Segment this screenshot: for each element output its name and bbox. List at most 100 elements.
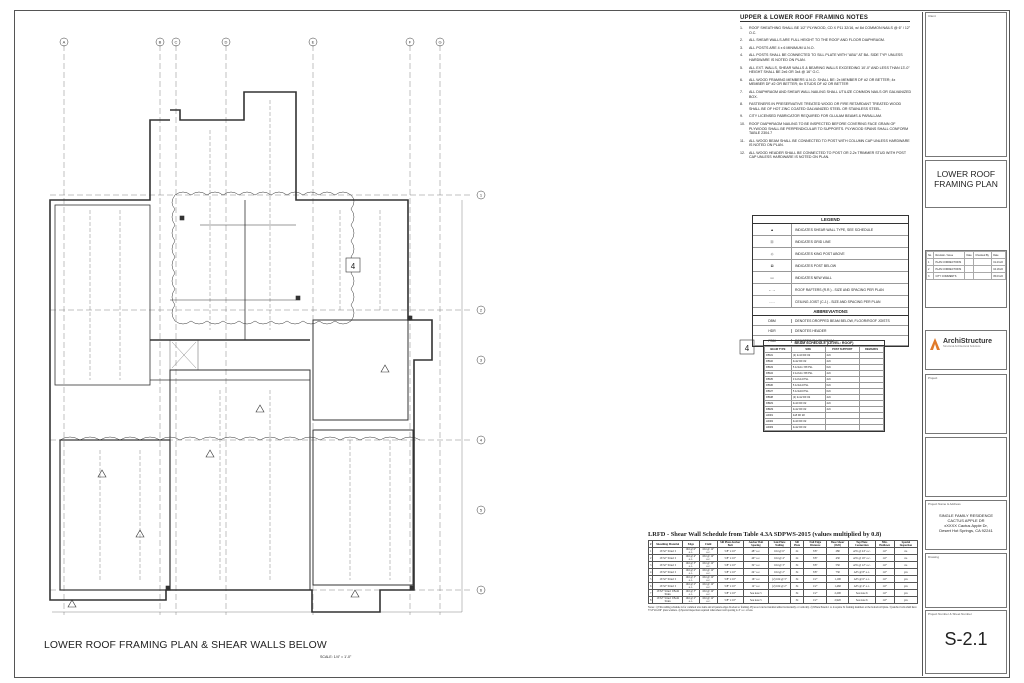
- framing-note-number: 8.: [740, 102, 743, 107]
- revision-cell: [973, 265, 993, 273]
- drawing-sheet-border: [14, 10, 1010, 678]
- abbreviations-title: ABBREVIATIONS: [753, 308, 908, 316]
- table-cell: 3/8": [802, 554, 828, 562]
- table-cell: 12" o.c.: [742, 582, 770, 590]
- legend-symbol: ◇: [753, 248, 792, 259]
- legend-row: - - -CEILING JOIST (C.J.) - SIZE AND SPA…: [753, 296, 908, 308]
- project-line-2: CACTUS APPLE DR: [947, 518, 985, 523]
- sheet-title-line-2: FRAMING PLAN: [934, 179, 998, 189]
- table-header-cell: Base Shear (lb/ft): [826, 540, 849, 548]
- table-cell: 5/8" x 10": [716, 568, 744, 576]
- revision-cell: [964, 265, 975, 273]
- table-cell: 10d @ 12" o.c.: [698, 596, 718, 604]
- table-cell: 5/8" x 10": [716, 554, 744, 562]
- framing-note: 8.FASTENERS IN PRESERVATIVE TREATED WOOD…: [740, 102, 912, 111]
- project-name-label: Project Name & Address: [928, 502, 961, 506]
- svg-text:3: 3: [480, 358, 483, 363]
- legend-table: LEGEND ▲INDICATES SHEAR WALL TYPE, SEE S…: [752, 215, 909, 347]
- framing-note-number: 9.: [740, 114, 743, 119]
- plan-scale: SCALE: 1/4" = 1'-0": [320, 655, 352, 659]
- table-cell: no: [893, 547, 919, 555]
- plan-title: LOWER ROOF FRAMING PLAN & SHEAR WALLS BE…: [44, 640, 327, 651]
- framing-notes-title: UPPER & LOWER ROOF FRAMING NOTES: [740, 15, 910, 22]
- framing-note: 10.ROOF DIAPHRAGM NAILING TO BE INSPECTE…: [740, 122, 912, 136]
- table-cell: 1.0": [874, 561, 895, 569]
- drawing-box: Drawing: [925, 553, 1007, 608]
- table-cell: 24" o.c.: [742, 568, 770, 576]
- framing-note: 7.ALL DIAPHRAGM AND SHEAR WALL NAILING S…: [740, 90, 912, 99]
- svg-text:F: F: [409, 40, 412, 45]
- table-cell: 2x: [790, 554, 804, 562]
- table-cell: 16" o.c.: [742, 575, 770, 583]
- project-line-4: Desert Hot Springs, CA 92241: [939, 528, 993, 533]
- framing-note-text: ALL POSTS ARE 4 x 6 MINIMUM U.N.O.: [749, 45, 815, 50]
- framing-note-number: 3.: [740, 45, 743, 50]
- table-cell: 1.0": [874, 554, 895, 562]
- brand-tagline: Structural Architectural Solutions: [943, 345, 981, 348]
- table-cell: 3x: [790, 582, 804, 590]
- legend-symbol: ▲: [753, 224, 792, 235]
- table-cell: 1.0": [874, 582, 895, 590]
- table-header-cell: Sole Plate Nailing: [767, 540, 792, 548]
- project-line-1: SINGLE FAMILY RESIDENCE: [938, 513, 994, 518]
- svg-text:4: 4: [745, 344, 750, 353]
- table-cell: 16d @ 3": [767, 561, 792, 569]
- table-cell: A35 @ 6" o.c.: [847, 575, 876, 583]
- legend-row: ←→ROOF RAFTERS (R.R.) - SIZE AND SPACING…: [753, 284, 908, 296]
- sheet-title-box: LOWER ROOF FRAMING PLAN: [925, 160, 1007, 208]
- table-cell: 1.0": [874, 596, 895, 604]
- revision-header-cell: Revision / Issue: [933, 251, 966, 259]
- table-cell: 15/32" Struct I: [652, 568, 683, 576]
- table-cell: 1/2": [802, 575, 828, 583]
- sheet-number-box: Project Number & Sheet Number S-2.1: [925, 610, 1007, 674]
- table-cell: 5/8" x 10": [716, 589, 744, 597]
- framing-notes-list: 1.ROOF SHEATHING SHALL BE 1/2" PLYWOOD, …: [740, 26, 912, 163]
- table-cell: 2,200: [826, 589, 849, 597]
- abbreviation-key: HDR: [753, 328, 792, 333]
- legend-text: INDICATES KING POST ABOVE: [795, 251, 845, 256]
- legend-row: ⊠INDICATES POST BELOW: [753, 260, 908, 272]
- table-cell: 16d @ 2": [767, 568, 792, 576]
- table-cell: 1,460: [826, 582, 849, 590]
- table-cell: 15/32" Struct I: [652, 554, 683, 562]
- table-header-cell: Edge: [681, 540, 700, 548]
- legend-symbol: Ⓐ: [753, 236, 792, 247]
- table-header-cell: Top Plate Connection: [847, 540, 876, 548]
- project-label: Project: [928, 376, 938, 380]
- table-cell: 2,920: [826, 596, 849, 604]
- svg-text:6: 6: [480, 588, 483, 593]
- legend-text: ROOF RAFTERS (R.R.) - SIZE AND SPACING P…: [795, 287, 884, 292]
- project-name-box-2: [925, 437, 1007, 497]
- framing-note: 2.ALL SHEAR WALLS ARE FULL HEIGHT TO THE…: [740, 38, 912, 43]
- svg-text:4: 4: [351, 262, 356, 271]
- table-cell: yes: [893, 582, 919, 590]
- table-cell: 5/8" x 10": [716, 547, 744, 555]
- table-cell: 40" o.c.: [742, 554, 770, 562]
- framing-note: 6.ALL WOOD FRAMING MEMBERS U.N.O. SHALL …: [740, 78, 912, 87]
- table-cell: A35 @ 16" o.c.: [847, 554, 876, 562]
- table-cell: 10d @ 3" o.c.: [681, 561, 700, 569]
- table-cell: yes: [893, 589, 919, 597]
- table-cell: yes: [893, 575, 919, 583]
- framing-note-number: 11.: [740, 138, 745, 143]
- table-header-cell: Sill Plate Anchor Bolt: [716, 540, 744, 548]
- framing-note-number: 10.: [740, 121, 745, 126]
- revision-header-cell: Date: [991, 251, 1006, 259]
- table-cell: 8: [647, 596, 654, 604]
- legend-symbol: ⊠: [753, 260, 792, 271]
- table-header-cell: Special Inspection: [893, 540, 919, 548]
- revision-cell: 3: [925, 272, 935, 280]
- table-cell: 15/32" Struct I: [652, 561, 683, 569]
- revision-cell: 1: [925, 258, 935, 266]
- table-cell: 15/32" Struct I Both Sides: [652, 589, 683, 597]
